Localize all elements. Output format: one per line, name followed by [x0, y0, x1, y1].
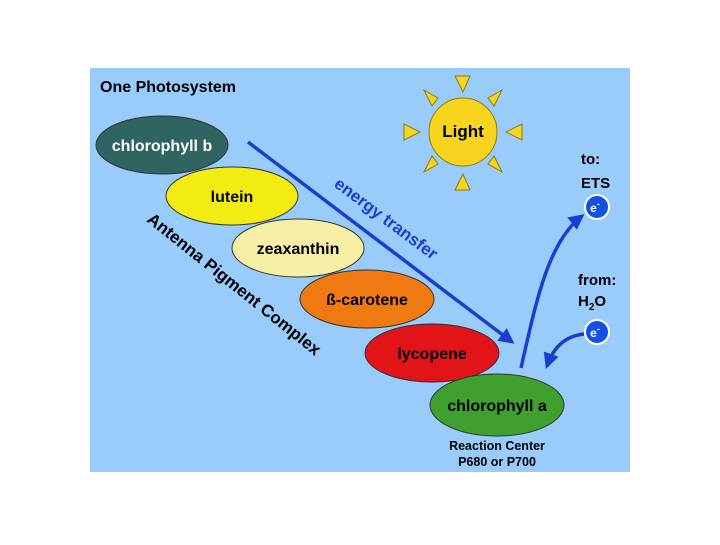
diagram-title: One Photosystem [100, 79, 236, 96]
pigment-label: lycopene [397, 346, 466, 363]
electron-out-icon: e- [584, 194, 610, 220]
water-label: H2O [578, 293, 606, 313]
ets-label: ETS [581, 175, 610, 192]
pigment-label: ß-carotene [326, 292, 408, 309]
pigment-ellipse [95, 115, 229, 175]
from-label: from: [578, 272, 616, 289]
light-label: Light [442, 122, 484, 141]
svg-text:e-: e- [590, 199, 600, 215]
to-label: to: [581, 151, 600, 168]
pigment-ellipse [231, 218, 365, 278]
energy-transfer-arrow [246, 140, 515, 344]
pigment-label: chlorophyll a [447, 398, 547, 415]
pigment-ellipse [364, 323, 500, 383]
pigment-3: ß-carotene [299, 269, 435, 329]
electron-in-arrow [543, 332, 585, 369]
pigment-0: chlorophyll b [95, 115, 229, 175]
pigment-5: chlorophyll a [429, 373, 565, 437]
reaction-center-line2: P680 or P700 [458, 455, 536, 469]
svg-text:e-: e- [590, 324, 600, 340]
pigment-ellipse [165, 166, 299, 226]
pigment-2: zeaxanthin [231, 218, 365, 278]
pigment-group: chlorophyll b lutein zeaxanthin ß-carotene l… [95, 115, 565, 437]
pigment-1: lutein [165, 166, 299, 226]
pigment-label: chlorophyll b [112, 138, 213, 155]
electron-in-icon: e- [584, 319, 610, 345]
pigment-4: lycopene [364, 323, 500, 383]
reaction-center-line1: Reaction Center [449, 439, 545, 453]
pigment-label: zeaxanthin [257, 241, 340, 258]
pigment-ellipse [429, 373, 565, 437]
electron-out-arrow [519, 214, 585, 369]
pigment-label: lutein [211, 189, 254, 206]
sun-icon [403, 75, 523, 191]
pigment-ellipse [299, 269, 435, 329]
